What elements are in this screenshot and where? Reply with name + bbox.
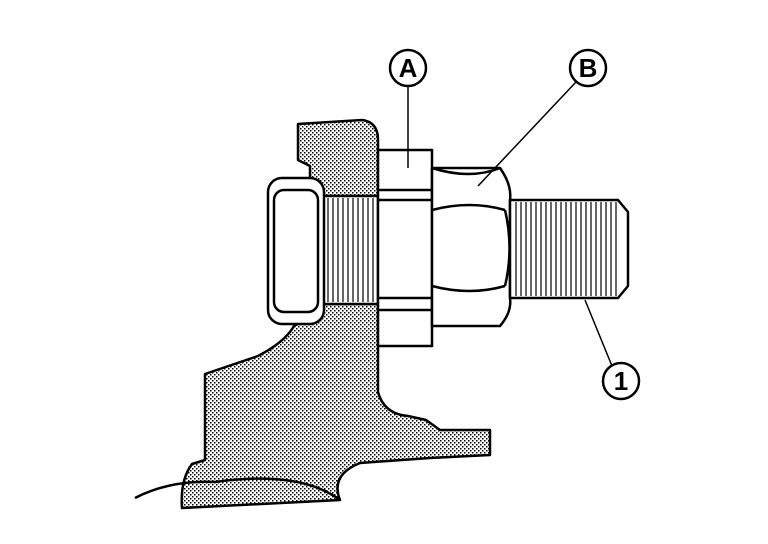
callout-1-circle (601, 361, 641, 401)
hub-nut-b (430, 166, 512, 328)
washer-a (376, 148, 434, 348)
shaft-end-cap (266, 176, 326, 326)
shaft-end-cap-inner (272, 188, 320, 314)
hub-lower-section (180, 302, 492, 510)
drive-shaft-splines (318, 194, 380, 306)
callout-a-label: A (399, 53, 418, 83)
callout-b-circle (568, 48, 608, 88)
stud-1 (508, 198, 630, 300)
leader-1 (584, 299, 613, 367)
callout-b-label: B (579, 53, 598, 83)
callout-1-label: 1 (614, 366, 628, 396)
hub-bottom-curve (134, 477, 341, 502)
leader-b (477, 81, 577, 187)
callout-a-circle (388, 48, 428, 88)
